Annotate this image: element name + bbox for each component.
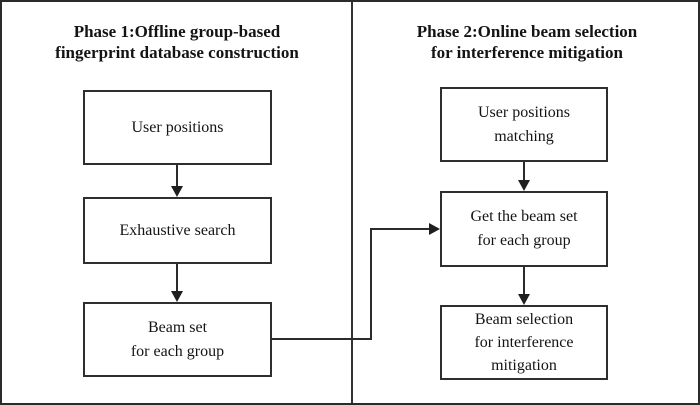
arrowhead-right-icon [429,223,440,235]
arrowhead-down-icon [171,291,183,302]
box-user-positions: User positions [83,90,272,165]
box-get-beam-set-for-each-group: Get the beam set for each group [440,191,608,267]
connector-beam-set-to-get-beam-set-segment [272,338,372,340]
arrow-exhaustive-search-to-beam-set [176,264,178,293]
arrow-matching-to-get-beam-set [523,162,525,182]
arrowhead-down-icon [518,294,530,305]
arrowhead-down-icon [171,186,183,197]
arrow-get-beam-set-to-beam-selection [523,267,525,296]
box-beam-selection-interference-mitigation: Beam selection for interference mitigati… [440,305,608,380]
phase1-title: Phase 1:Offline group-based fingerprint … [55,22,299,62]
arrowhead-down-icon [518,180,530,191]
box-beam-set-for-each-group: Beam set for each group [83,302,272,377]
phase2-title: Phase 2:Online beam selection for interf… [416,22,638,62]
connector-beam-set-to-get-beam-set-segment [370,228,430,230]
phase-divider-line [351,2,353,403]
box-exhaustive-search: Exhaustive search [83,197,272,264]
box-user-positions-matching: User positions matching [440,87,608,162]
connector-beam-set-to-get-beam-set-segment [370,228,372,340]
arrow-user-positions-to-exhaustive-search [176,165,178,188]
